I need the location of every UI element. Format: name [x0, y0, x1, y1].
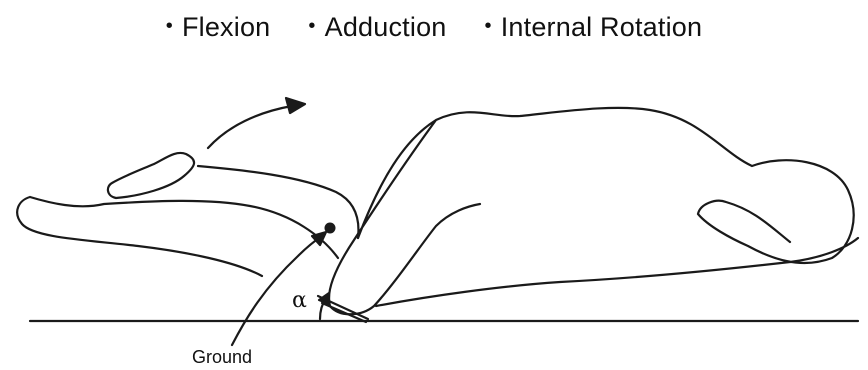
angle-arrowhead-icon — [319, 293, 329, 304]
pointer-arrow-icon — [232, 236, 322, 345]
angle-alpha-label: α — [292, 288, 307, 313]
body-outline — [329, 108, 858, 314]
motion-arrowhead-icon — [286, 98, 305, 113]
upper-leg-outline — [108, 153, 359, 238]
motion-arrow-icon — [208, 106, 292, 148]
ground-label: Ground — [192, 347, 252, 368]
